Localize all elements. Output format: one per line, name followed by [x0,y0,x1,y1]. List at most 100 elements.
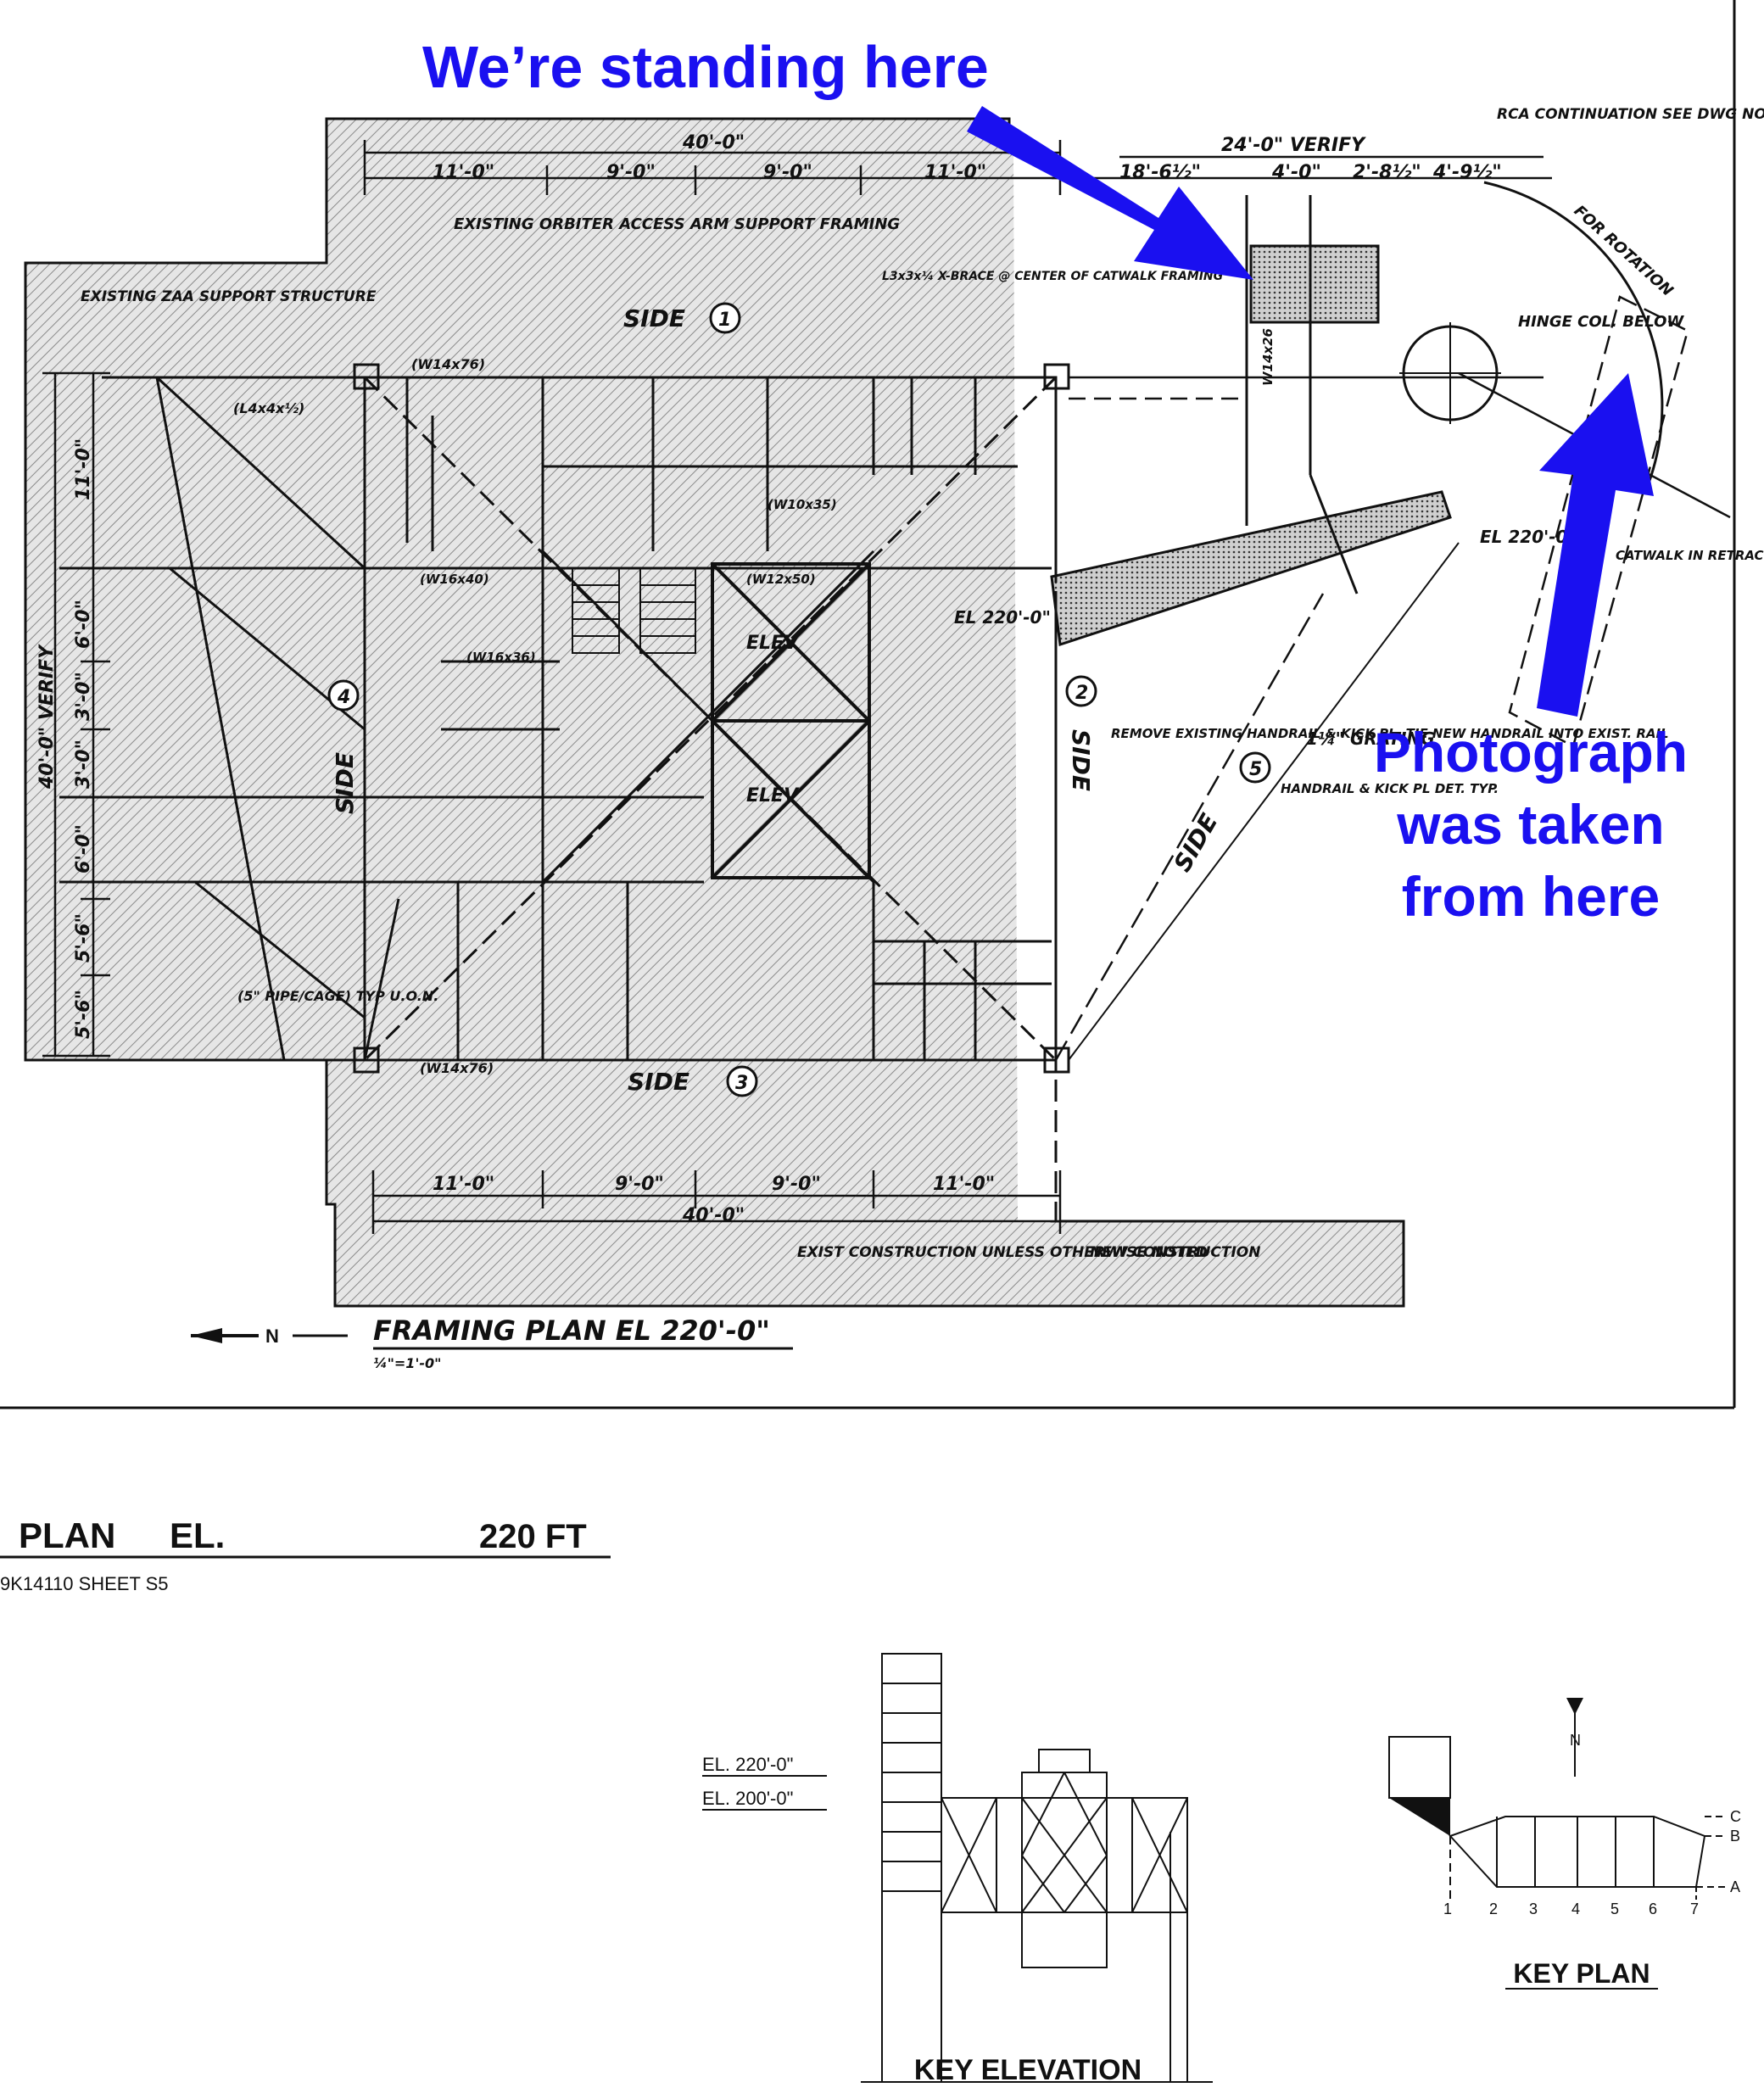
side-2-text: SIDE [1067,729,1095,791]
top-dimensions [363,140,1062,195]
dim-left-6: 5'-6" [73,913,94,963]
side-1-number: 1 [718,310,731,331]
note-handrail-kick: HANDRAIL & KICK PL DET. TYP. [1281,781,1499,796]
dim-left-5: 6'-0" [73,824,94,873]
dim-right-d: 4'-9½" [1432,162,1502,183]
key-plan-col-4: 4 [1571,1900,1580,1917]
dim-right-c: 2'-8½" [1353,162,1421,183]
title-sheet-ref: 9K14110 SHEET S5 [0,1573,169,1594]
beam-label-w16-36: (W16x36) [466,650,536,665]
side-3-text: SIDE [628,1068,689,1096]
new-construction-area [1013,136,1730,1221]
title-el-label: EL. [170,1515,225,1555]
photograph-callout: Photograph was taken from here [1374,373,1688,928]
note-existing-zaa: EXISTING ZAA SUPPORT STRUCTURE [81,288,377,305]
note-grating: 1¼" GRATING [1306,728,1435,749]
side-3-number: 3 [735,1073,748,1094]
elevator-label-2: ELEV [746,785,800,807]
note-rotation: FOR ROTATION [1571,202,1677,300]
plan-north-arrow: N [191,1326,348,1347]
dim-top-4: 11'-0" [924,162,986,183]
photograph-line-3: from here [1402,865,1660,928]
key-elevation-label: KEY ELEVATION [914,2054,1142,2086]
beam-label-w14-26: W14x26 [1260,328,1276,386]
standing-here-callout: We’re standing here [422,34,1253,280]
key-plan-col-7: 7 [1690,1900,1699,1917]
dim-left-total: 40'-0" VERIFY [36,644,58,790]
side-markers: SIDE 1 SIDE 4 SIDE 3 SIDE 2 SIDE 5 [327,302,1271,1097]
note-el-220-a: EL 220'-0" [954,607,1051,628]
elevator-label-1: ELEV [746,633,800,654]
standing-here-arrow [967,106,1253,280]
dim-bot-1: 11'-0" [433,1174,494,1195]
beam-label-w12-50: (W12x50) [746,572,816,587]
key-plan-col-3: 3 [1529,1900,1538,1917]
framing-plan: 40'-0" 11'-0" 9'-0" 9'-0" 11'-0" 24'-0" … [0,0,1764,1409]
dim-left-2: 6'-0" [73,600,94,649]
title-el-value: 220 FT [479,1518,587,1555]
note-remove-handrail: REMOVE EXISTING HANDRAIL & KICK PL. TIE … [1111,726,1669,741]
dim-left-1: 11'-0" [73,438,94,500]
framing-plan-scale: ¼"=1'-0" [373,1355,441,1371]
key-plan-label: KEY PLAN [1513,1958,1650,1989]
dim-right-b: 4'-0" [1271,162,1321,183]
note-el-220-b: EL 220'-0" [1480,527,1577,547]
side-1-text: SIDE [623,304,685,332]
dim-top-3: 9'-0" [763,162,812,183]
dim-left-4: 3'-0" [73,740,94,789]
beam-label-w14-76-top: (W14x76) [411,356,485,372]
dim-top-total: 40'-0" [682,132,745,153]
key-plan-col-2: 2 [1489,1900,1498,1917]
note-catwalk-retracted: CATWALK IN RETRACTED POSITION [1616,548,1764,563]
rca-continuation-note: RCA CONTINUATION SEE DWG NO. S42. [1497,106,1764,123]
key-elevation: EL. 220'-0" EL. 200'-0" [702,1653,1213,2086]
dim-bot-2: 9'-0" [615,1174,664,1195]
dim-top-2: 9'-0" [606,162,656,183]
key-plan-row-b: B [1730,1828,1740,1845]
standing-here-text: We’re standing here [422,34,989,100]
beam-label-w16-40: (W16x40) [420,572,489,587]
beam-label-w10-35: (W10x35) [768,497,837,512]
title-block: PLAN EL. 220 FT 9K14110 SHEET S5 [0,1515,611,1594]
title-plan-label: PLAN [19,1515,115,1555]
key-plan-col-5: 5 [1610,1900,1619,1917]
stairs [572,567,696,654]
key-plan-row-a: A [1730,1878,1740,1895]
key-plan-north-label: N [1570,1732,1581,1749]
dim-right-a: 18'-6½" [1119,162,1201,183]
beam-label-l4x4: (L4x4x½) [233,400,304,416]
note-x-brace: L3x3x¼ X-BRACE @ CENTER OF CATWALK FRAMI… [882,270,1223,283]
plan-north-label: N [265,1326,279,1347]
key-plan-col-6: 6 [1649,1900,1657,1917]
dim-left-7: 5'-6" [73,990,94,1039]
dim-bot-total: 40'-0" [682,1205,745,1226]
note-new-construction: NEW CONSTRUCTION [1090,1244,1260,1261]
photograph-line-2: was taken [1396,793,1665,856]
bottom-dimensions [371,1170,1062,1234]
key-elevation-el-220: EL. 220'-0" [702,1754,793,1775]
photograph-line-1: Photograph [1374,721,1688,784]
photograph-arrow [1537,373,1654,717]
catwalk [1050,181,1731,1221]
side-4-number: 4 [337,687,350,708]
framing-plan-title: FRAMING PLAN EL 220'-0" [373,1314,770,1347]
note-existing-orbiter: EXISTING ORBITER ACCESS ARM SUPPORT FRAM… [454,215,900,233]
dim-bot-3: 9'-0" [772,1174,821,1195]
dim-bot-4: 11'-0" [933,1174,995,1195]
note-pipe-cage: (5" PIPE/CAGE) TYP U.O.N. [237,988,438,1004]
key-plan: N C B A 1 2 3 4 5 6 7 KEY PLA [1388,1698,1741,1990]
key-plan-row-c: C [1730,1808,1741,1825]
elevator-shafts [711,562,871,879]
key-plan-col-1: 1 [1443,1900,1452,1917]
note-hinge: HINGE COL. BELOW [1518,313,1684,331]
dim-top-1: 11'-0" [433,162,494,183]
dim-right-verify: 24'-0" VERIFY [1221,135,1366,156]
side-5-number: 5 [1249,759,1262,780]
side-4-text: SIDE [331,752,359,814]
side-2-number: 2 [1075,683,1088,704]
key-elevation-el-200: EL. 200'-0" [702,1788,793,1809]
beam-label-w14-76-bot: (W14x76) [420,1060,494,1076]
dim-left-3: 3'-0" [73,672,94,721]
note-exist-construction: EXIST CONSTRUCTION UNLESS OTHERWISE NOTE… [797,1244,1208,1261]
